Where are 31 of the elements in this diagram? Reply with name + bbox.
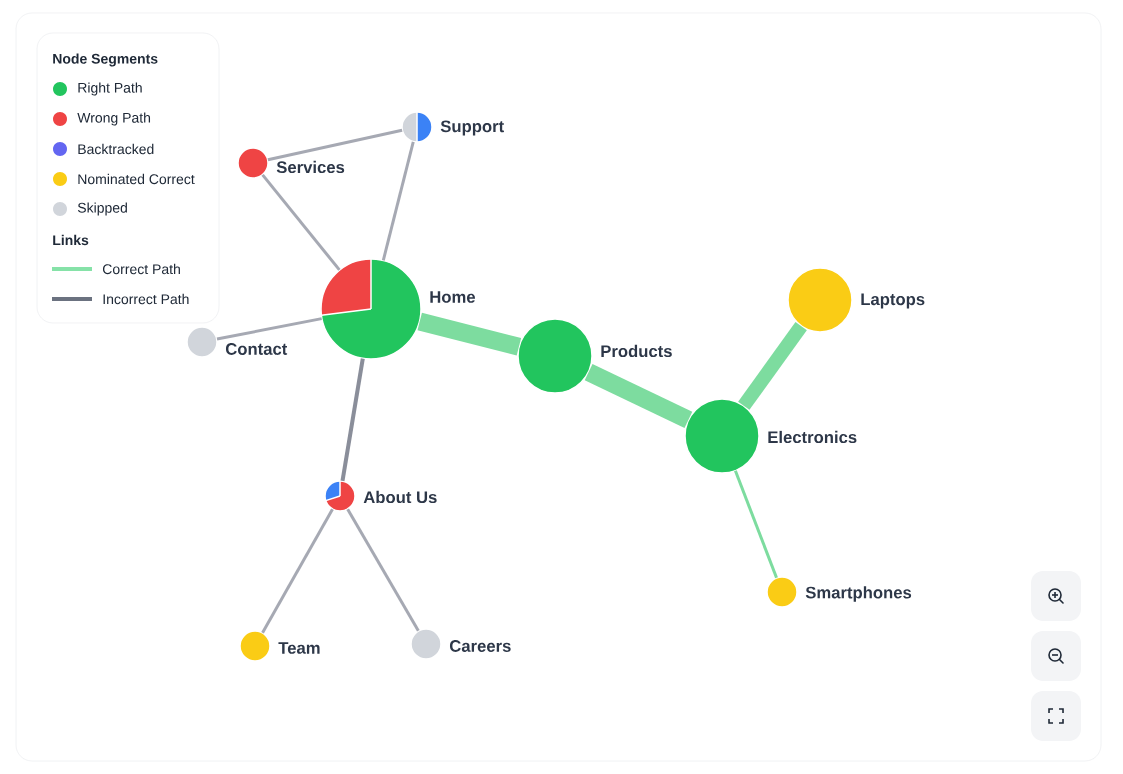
node-label: Electronics — [768, 430, 857, 444]
link-line — [261, 173, 341, 271]
legend-item: Backtracked — [53, 142, 154, 156]
link-line — [417, 312, 522, 356]
link-line — [738, 322, 807, 410]
legend-heading: Node Segments — [53, 53, 158, 67]
link-line — [734, 470, 778, 579]
link-line — [346, 508, 420, 632]
legend-item: Skipped — [53, 202, 127, 216]
node-label: Support — [440, 120, 504, 136]
node-label: About Us — [363, 490, 437, 504]
node-label: Smartphones — [805, 586, 912, 602]
node-label: Team — [278, 642, 320, 654]
link-line — [340, 358, 365, 482]
legend-item: Incorrect Path — [52, 293, 189, 305]
legend-item: Right Path — [53, 82, 142, 96]
node-label: Products — [601, 344, 672, 358]
node-label: Services — [276, 160, 345, 174]
node-label: Contact — [225, 343, 288, 355]
node-label: Careers — [449, 640, 511, 652]
legend-item: Nominated Correct — [53, 172, 195, 186]
link-line — [267, 128, 403, 162]
link-line — [381, 141, 415, 261]
link-line — [584, 364, 693, 428]
legend-heading: Links — [53, 234, 89, 246]
node-label: Laptops — [861, 293, 925, 309]
node-label: Home — [430, 291, 475, 303]
link-line — [216, 317, 322, 341]
link-line — [261, 508, 334, 634]
legend-item: Wrong Path — [53, 112, 150, 126]
legend-item: Correct Path — [52, 263, 180, 275]
